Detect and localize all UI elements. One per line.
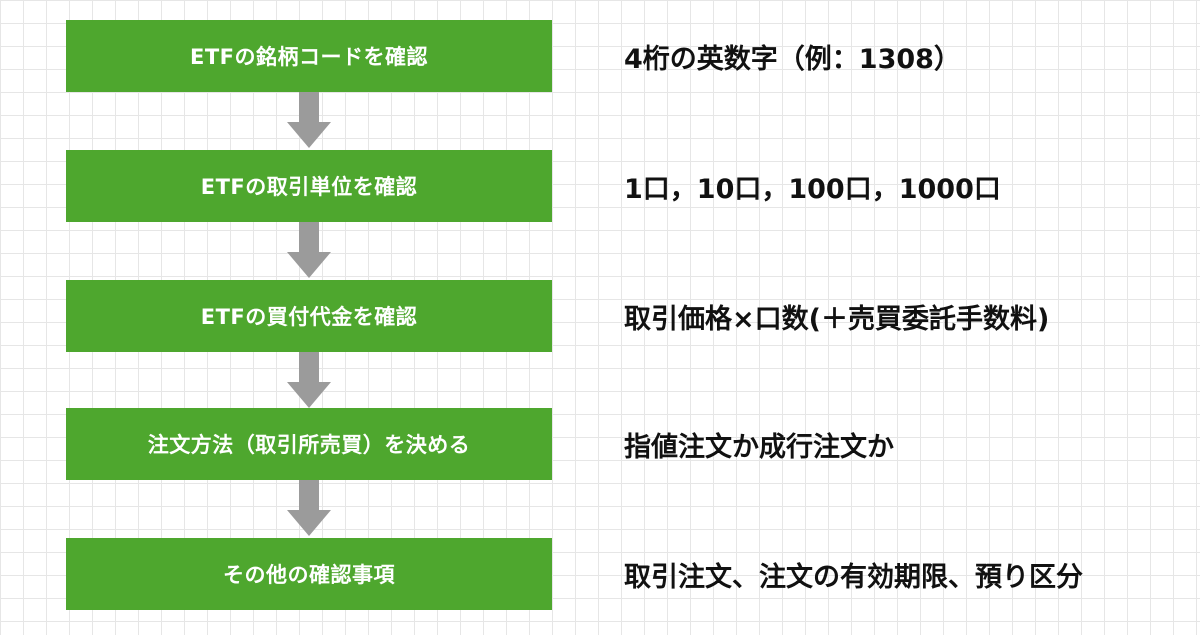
step-2-box: ETFの取引単位を確認 — [66, 150, 552, 222]
step-4-label: 注文方法（取引所売買）を決める — [147, 433, 471, 457]
step-3-label: ETFの買付代金を確認 — [200, 305, 418, 329]
step-4-description: 指値注文か成行注文か — [624, 431, 894, 463]
step-2-label: ETFの取引単位を確認 — [200, 175, 418, 199]
step-1-description: 4桁の英数字（例：1308） — [624, 43, 961, 75]
step-2-description: 1口，10口，100口，1000口 — [624, 173, 1001, 205]
down-arrow-icon — [287, 92, 331, 150]
step-4-box: 注文方法（取引所売買）を決める — [66, 408, 552, 480]
down-arrow-icon — [287, 352, 331, 410]
down-arrow-icon — [287, 222, 331, 280]
step-5-box: その他の確認事項 — [66, 538, 552, 610]
step-5-label: その他の確認事項 — [223, 563, 395, 587]
step-5-description: 取引注文、注文の有効期限、預り区分 — [624, 561, 1083, 593]
step-3-description: 取引価格×口数(＋売買委託手数料) — [624, 303, 1050, 335]
down-arrow-icon — [287, 480, 331, 538]
step-3-box: ETFの買付代金を確認 — [66, 280, 552, 352]
step-1-label: ETFの銘柄コードを確認 — [189, 45, 428, 69]
step-1-box: ETFの銘柄コードを確認 — [66, 20, 552, 92]
